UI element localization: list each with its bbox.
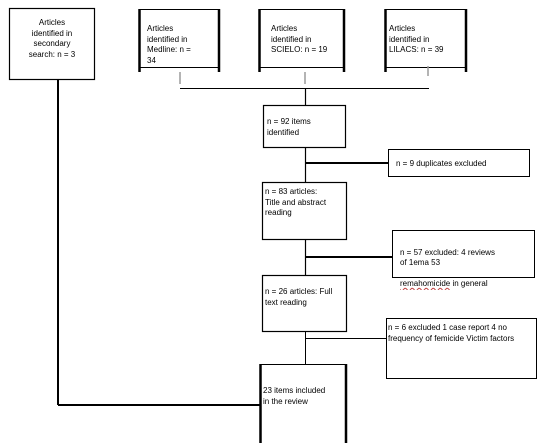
box-excluded-57: n = 57 excluded: 4 reviews of 1ema 53 re… (400, 237, 534, 290)
box-full-text-reading: n = 26 articles: Full text reading (265, 287, 333, 307)
excluded-57-text: n = 57 excluded: 4 reviews of 1ema 53 (400, 247, 495, 268)
box-duplicates-excluded: n = 9 duplicates excluded (396, 159, 487, 168)
box-included-review: 23 items included in the review (263, 386, 326, 406)
box-secondary-search: Articles identified in secondary search:… (28, 18, 76, 59)
box-title-abstract-reading: n = 83 articles: Title and abstract read… (265, 187, 327, 217)
box-excluded57-outline (392, 230, 535, 278)
box-excluded6-outline (386, 318, 537, 379)
box-lilacs: Articles identified in LILACS: n = 39 (389, 24, 444, 54)
box-secondary-outline (8, 7, 96, 81)
box-identified-outline (262, 104, 347, 149)
box-title-outline (261, 181, 348, 241)
box-scielo: Articles identified in SCIELO: n = 19 (271, 24, 328, 54)
excluded-57-misspelled-word: remahomicide (400, 279, 451, 288)
box-items-identified: n = 92 items identified (267, 117, 311, 137)
box-duplicates-outline (388, 149, 530, 177)
excluded-57-text-tail: in general (450, 279, 488, 288)
box-excluded-6: n = 6 excluded 1 case report 4 no freque… (388, 323, 515, 343)
box-medline: Articles identified in Medline: n = 34 (147, 24, 191, 65)
box-fulltext-outline (261, 274, 348, 333)
